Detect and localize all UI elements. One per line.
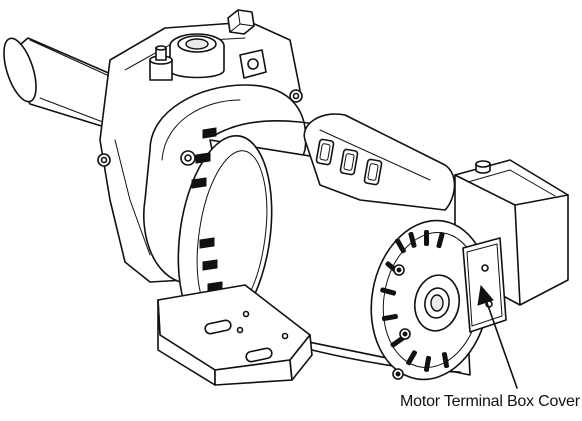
callout-label: Motor Terminal Box Cover [400,393,580,410]
capacitor-housing [303,113,456,211]
callout-arrow [477,284,518,389]
top-fittings [149,9,267,81]
inlet-pipe [3,37,121,129]
mounting-base [157,284,313,386]
motor-front-end-bell [370,219,490,381]
motor-terminal-box-cover [462,237,507,333]
